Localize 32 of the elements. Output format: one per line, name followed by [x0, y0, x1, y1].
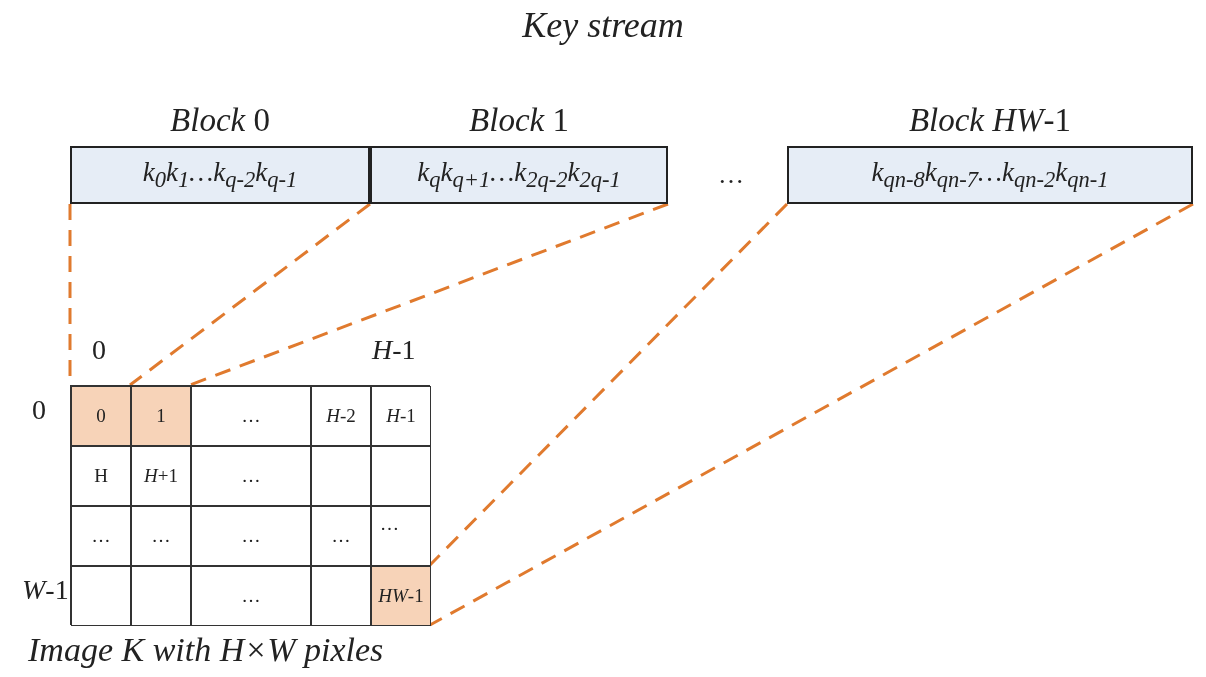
- pixel-cell: …: [311, 506, 371, 566]
- pixel-cell: 0: [71, 386, 131, 446]
- dashed-connector: [189, 202, 669, 387]
- pixel-cell: …: [191, 446, 311, 506]
- pixel-cell: …: [131, 506, 191, 566]
- axis-index-label: 0: [32, 394, 46, 426]
- block-heading: Block 1: [468, 101, 570, 140]
- pixel-cell: H+1: [131, 446, 191, 506]
- axis-index-label: W-1: [22, 574, 69, 606]
- pixel-grid: [70, 385, 430, 625]
- axis-index-label: H-1: [372, 334, 416, 366]
- key-block: k$_{q}$k$_{q+1}$…k$_{2q-2}$k$_{2q-1}$: [370, 146, 668, 204]
- block-heading: Block HW-1: [907, 101, 1073, 140]
- grid-caption: Image K with H×W pixles: [28, 631, 384, 669]
- axis-index-label: 0: [92, 334, 106, 366]
- pixel-cell: H: [71, 446, 131, 506]
- pixel-cell: …: [71, 506, 131, 566]
- key-block: k$_{qn-8}$k$_{qn-7}$…k$_{qn-2}$k$_{qn-1}$: [787, 146, 1193, 204]
- pixel-cell: …: [191, 566, 311, 626]
- pixel-cell: H-1: [371, 386, 431, 446]
- dashed-connector: [129, 202, 371, 387]
- key-block: k$_{0}$k$_{1}$…k$_{q-2}$k$_{q-1}$: [70, 146, 370, 204]
- pixel-cell: …: [191, 506, 311, 566]
- pixel-cell: 1: [131, 386, 191, 446]
- ellipsis-label: …: [718, 160, 744, 190]
- block-heading: Block 0: [169, 101, 271, 140]
- pixel-cell: …: [371, 506, 431, 566]
- dashed-connector: [429, 202, 1194, 627]
- diagram-title: Key stream: [521, 4, 685, 46]
- pixel-cell: H-2: [311, 386, 371, 446]
- pixel-cell: HW-1: [371, 566, 431, 626]
- pixel-cell: …: [191, 386, 311, 446]
